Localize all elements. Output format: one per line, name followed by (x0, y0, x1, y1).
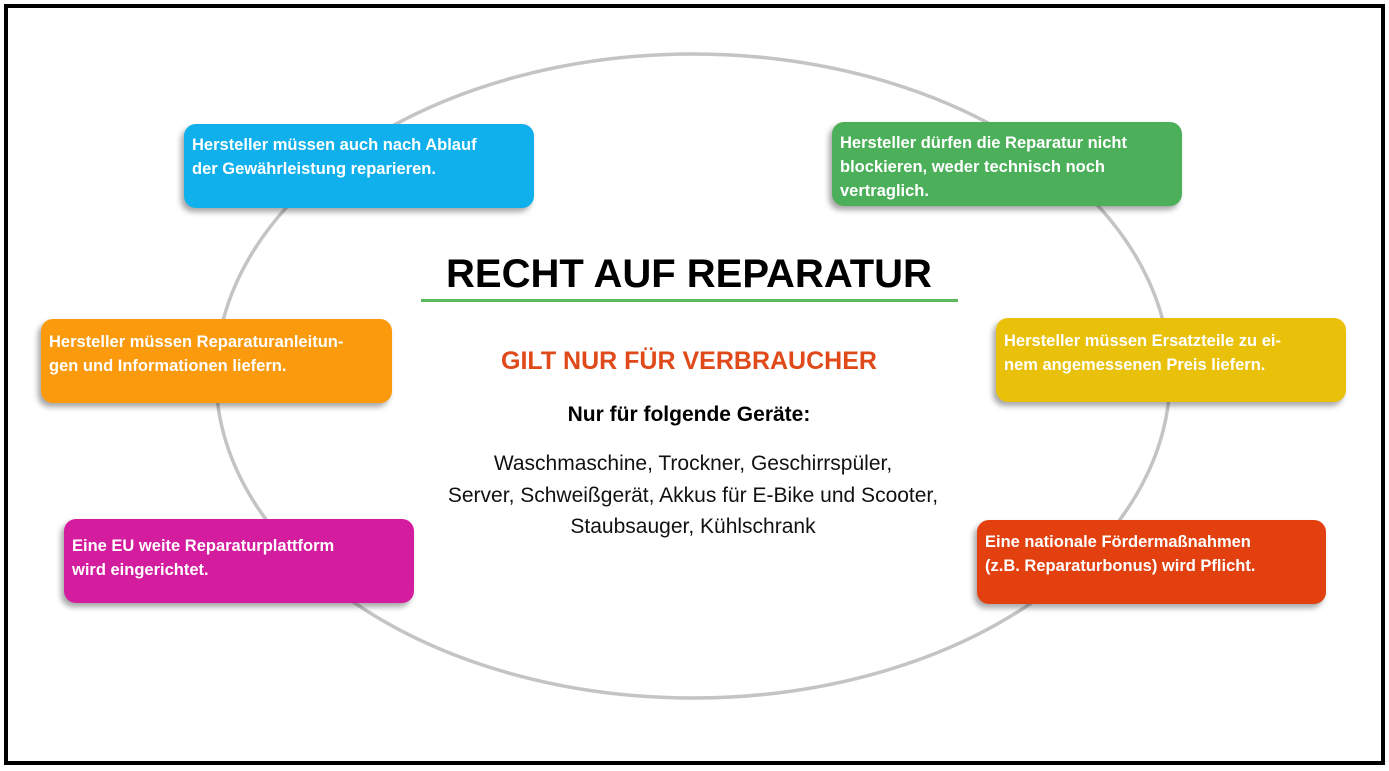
devices-line: Staubsauger, Kühlschrank (570, 515, 816, 538)
devices-line: Waschmaschine, Trockner, Geschirrspüler, (493, 452, 893, 475)
diagram-title: RECHT AUF REPARATUR (446, 252, 932, 296)
box-no-repair-blocking: Hersteller dürfen die Reparatur nicht bl… (832, 122, 1182, 206)
box-repair-after-warranty: Hersteller müssen auch nach Ablauf der G… (184, 124, 534, 208)
box-eu-repair-platform: Eine EU weite Reparaturplattform wird ei… (64, 519, 414, 603)
box-repair-instructions: Hersteller müssen Reparaturanleitun- gen… (41, 319, 392, 403)
box-spare-parts-price: Hersteller müssen Ersatzteile zu ei- nem… (996, 318, 1346, 402)
box-national-repair-bonus: Eine nationale Fördermaßnahmen (z.B. Rep… (977, 520, 1326, 604)
devices-line: Server, Schweißgerät, Akkus für E-Bike u… (447, 483, 939, 507)
devices-list: Waschmaschine, Trockner, Geschirrspüler,… (380, 448, 1006, 543)
devices-heading: Nur für folgende Geräte: (567, 403, 811, 426)
consumer-only-subtitle: GILT NUR FÜR VERBRAUCHER (501, 347, 877, 375)
title-underline (421, 299, 958, 302)
